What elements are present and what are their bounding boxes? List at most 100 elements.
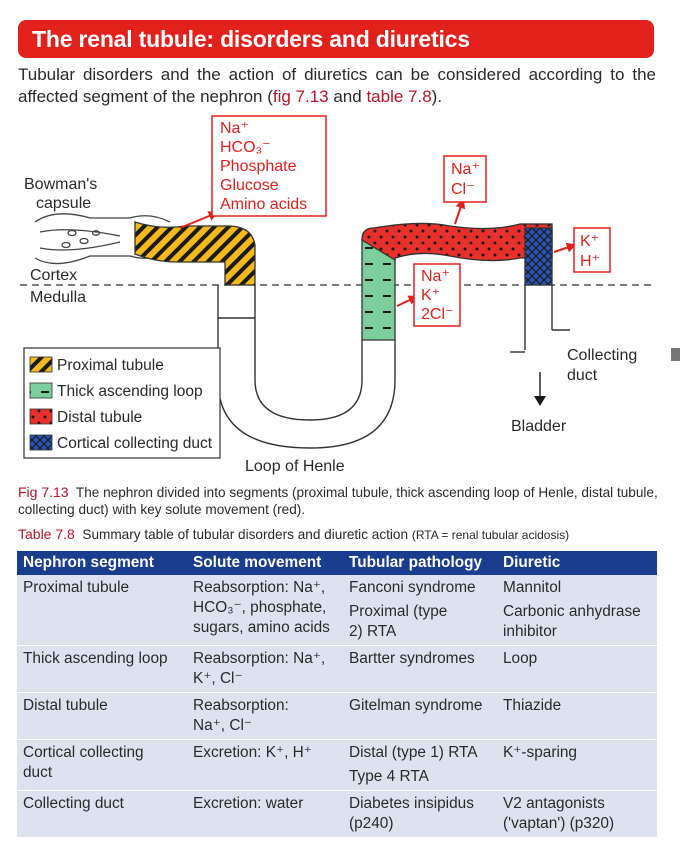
legend-item-distal: Distal tubule	[57, 409, 142, 426]
cell-text: Proximal (type	[349, 603, 448, 620]
cell-text: duct	[23, 764, 53, 781]
legend-item-cortical-collecting: Cortical collecting duct	[57, 435, 213, 452]
cell-text: Loop	[503, 650, 538, 667]
table-row: Collecting duct Excretion: water Diabete…	[17, 790, 657, 837]
bowmans-capsule	[34, 213, 171, 265]
cell-text: Na⁺, Cl⁻	[193, 717, 253, 734]
table-row: Distal tubule Reabsorption: Na⁺, Cl⁻ Gite…	[17, 692, 657, 740]
intro-text-3: ).	[431, 87, 443, 106]
solute-arrows	[179, 198, 577, 307]
figure-reference-link[interactable]: fig 7.13	[272, 87, 329, 106]
figure-caption: Fig 7.13 The nephron divided into segmen…	[18, 484, 658, 518]
solute-label: Na⁺	[220, 120, 249, 137]
solute-label: Phosphate	[220, 158, 297, 175]
bowmans-label: Bowman's	[24, 176, 97, 193]
cell-text: Reabsorption:	[193, 697, 289, 714]
distal-solute-box	[443, 155, 487, 203]
cell-text: Distal (type 1) RTA	[349, 744, 478, 761]
table-caption-note: (RTA = renal tubular acidosis)	[411, 528, 570, 542]
distal-solute-list: Na⁺ Cl⁻	[451, 161, 480, 198]
loop-of-henle-label: Loop of Henle	[245, 458, 345, 475]
cell-text: K⁺, Cl⁻	[193, 670, 243, 687]
cell-pathology: Diabetes insipidus (p240)	[343, 790, 497, 837]
intro-text-2: and	[328, 87, 367, 106]
cell-text: Thiazide	[503, 697, 562, 714]
loop-solute-box	[413, 263, 461, 327]
cell-text: Excretion: K⁺, H⁺	[193, 744, 312, 761]
cell-text: Thick ascending loop	[23, 650, 168, 667]
table-caption: Table 7.8 Summary table of tubular disor…	[18, 526, 664, 542]
cell-text: Distal tubule	[23, 697, 108, 714]
solute-label: Glucose	[220, 177, 279, 194]
table-row: Thick ascending loop Reabsorption: Na⁺, K…	[17, 645, 657, 693]
cell-text: Collecting duct	[23, 795, 124, 812]
figure-caption-label: Fig 7.13	[18, 484, 69, 500]
solute-label: H⁺	[580, 253, 600, 270]
solute-label: Na⁺	[421, 268, 450, 285]
cell-text: V2 antagonists	[503, 795, 605, 812]
cortical-collecting-segment	[524, 227, 553, 286]
cell-text: sugars, amino acids	[193, 619, 330, 636]
table-reference-link[interactable]: table 7.8	[366, 87, 432, 106]
cell-text: Type 4 RTA	[349, 768, 429, 785]
cell-text: HCO₃⁻, phosphate,	[193, 599, 327, 616]
column-header: Tubular pathology	[343, 551, 497, 575]
cell-text: Fanconi syndrome	[349, 579, 476, 596]
cell-pathology: Bartter syndromes	[343, 645, 497, 693]
solute-label: HCO₃⁻	[220, 139, 271, 156]
cell-diuretic: Loop	[497, 645, 657, 693]
column-header: Nephron segment	[17, 551, 187, 575]
cell-text: Reabsorption: Na⁺,	[193, 650, 326, 667]
cell-text: Diabetes insipidus	[349, 795, 474, 812]
solute-label: Amino acids	[220, 196, 307, 213]
cell-text: Proximal tubule	[23, 579, 130, 596]
cell-solute: Reabsorption: Na⁺, K⁺, Cl⁻	[187, 645, 343, 693]
collecting-duct-label: Collecting	[567, 347, 637, 364]
cell-diuretic: K⁺-sparing	[497, 739, 657, 791]
collecting-duct	[510, 285, 570, 400]
cell-text: Reabsorption: Na⁺,	[193, 579, 326, 596]
table-header-row: Nephron segment Solute movement Tubular …	[17, 551, 657, 575]
table-caption-label: Table 7.8	[18, 526, 75, 542]
legend: Proximal tubule Thick ascending loop Dis…	[23, 347, 221, 459]
bowmans-label: capsule	[36, 195, 91, 212]
cell-solute: Reabsorption: Na⁺, Cl⁻	[187, 692, 343, 740]
page-title: The renal tubule: disorders and diuretic…	[32, 26, 470, 52]
distal-tubule-segment	[361, 222, 553, 262]
title-banner: The renal tubule: disorders and diuretic…	[18, 20, 654, 58]
cell-segment: Distal tubule	[17, 692, 187, 740]
solute-label: Na⁺	[451, 161, 480, 178]
cell-segment: Collecting duct	[17, 790, 187, 837]
cell-text: Bartter syndromes	[349, 650, 475, 667]
table-caption-text: Summary table of tubular disorders and d…	[82, 527, 409, 542]
legend-item-proximal: Proximal tubule	[57, 357, 164, 374]
cell-segment: Proximal tubule	[17, 575, 187, 646]
solute-label: 2Cl⁻	[421, 306, 453, 323]
cell-diuretic: Thiazide	[497, 692, 657, 740]
cell-text: Excretion: water	[193, 795, 304, 812]
loop-solute-list: Na⁺ K⁺ 2Cl⁻	[421, 268, 453, 323]
collecting-solute-list: K⁺ H⁺	[580, 233, 600, 270]
page-edge-marker	[671, 348, 680, 361]
collecting-duct-label: duct	[567, 367, 598, 384]
cell-text: Gitelman syndrome	[349, 697, 483, 714]
summary-table: Nephron segment Solute movement Tubular …	[17, 551, 657, 837]
cell-text: Carbonic anhydrase	[503, 603, 641, 620]
cell-solute: Excretion: K⁺, H⁺	[187, 739, 343, 791]
cell-solute: Excretion: water	[187, 790, 343, 837]
cell-text: K⁺-sparing	[503, 744, 577, 761]
loop-of-henle	[217, 285, 396, 449]
intro-text-1: Tubular disorders and the action of diur…	[18, 65, 656, 106]
cell-text: 2) RTA	[349, 623, 397, 640]
column-header: Diuretic	[497, 551, 657, 575]
table-row: Proximal tubule Reabsorption: Na⁺, HCO₃⁻,…	[17, 575, 657, 646]
cell-pathology: Gitelman syndrome	[343, 692, 497, 740]
cell-text: (p240)	[349, 815, 394, 832]
figure-caption-text: The nephron divided into segments (proxi…	[18, 485, 658, 517]
proximal-solute-box	[211, 115, 327, 217]
cell-text: inhibitor	[503, 623, 557, 640]
